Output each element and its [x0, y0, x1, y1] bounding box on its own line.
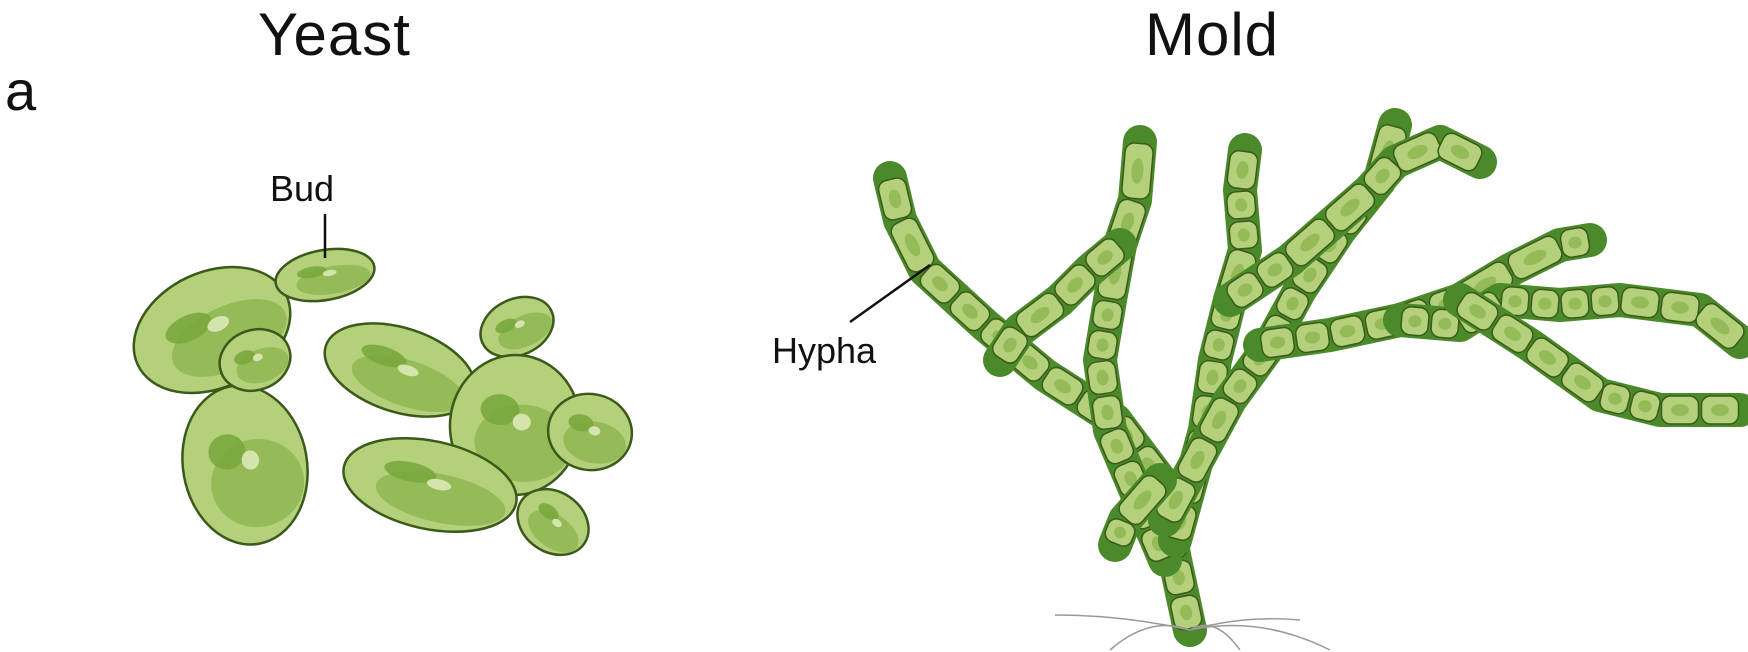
hypha-pointer-line — [850, 265, 930, 322]
mold-hyphae-illustration — [877, 123, 1748, 650]
mold-title: Mold — [1145, 0, 1279, 69]
hypha-cell — [1260, 326, 1296, 358]
hypha-cell — [1086, 329, 1118, 361]
yeast-title: Yeast — [258, 0, 411, 69]
label-pointers — [325, 214, 930, 322]
hypha-label: Hypha — [772, 330, 876, 372]
hypha-cell — [1559, 226, 1591, 258]
hypha-cell — [1400, 306, 1429, 336]
panel-letter: a — [5, 58, 37, 123]
hypha-cell — [1091, 299, 1123, 331]
hypha-cell — [1530, 289, 1559, 319]
hypha-cell — [1560, 289, 1589, 319]
hypha-cell — [1091, 395, 1123, 431]
hypha-branch — [1223, 130, 1484, 311]
hypha-cell — [1590, 286, 1619, 316]
yeast-cell — [170, 375, 320, 554]
hypha-cell — [1662, 396, 1699, 424]
hypha-cell — [1702, 396, 1739, 424]
hypha-cell — [1295, 321, 1331, 353]
hypha-cell — [1229, 220, 1259, 249]
hypha-cell — [1121, 142, 1154, 199]
hypha-cell — [1226, 190, 1256, 219]
yeast-cells-illustration — [113, 242, 638, 569]
hypha-cell — [1086, 360, 1118, 396]
hypha-cell — [1620, 286, 1660, 318]
bud-label: Bud — [270, 168, 334, 210]
hypha-cell — [1226, 150, 1258, 190]
hypha-cell — [1660, 291, 1700, 323]
